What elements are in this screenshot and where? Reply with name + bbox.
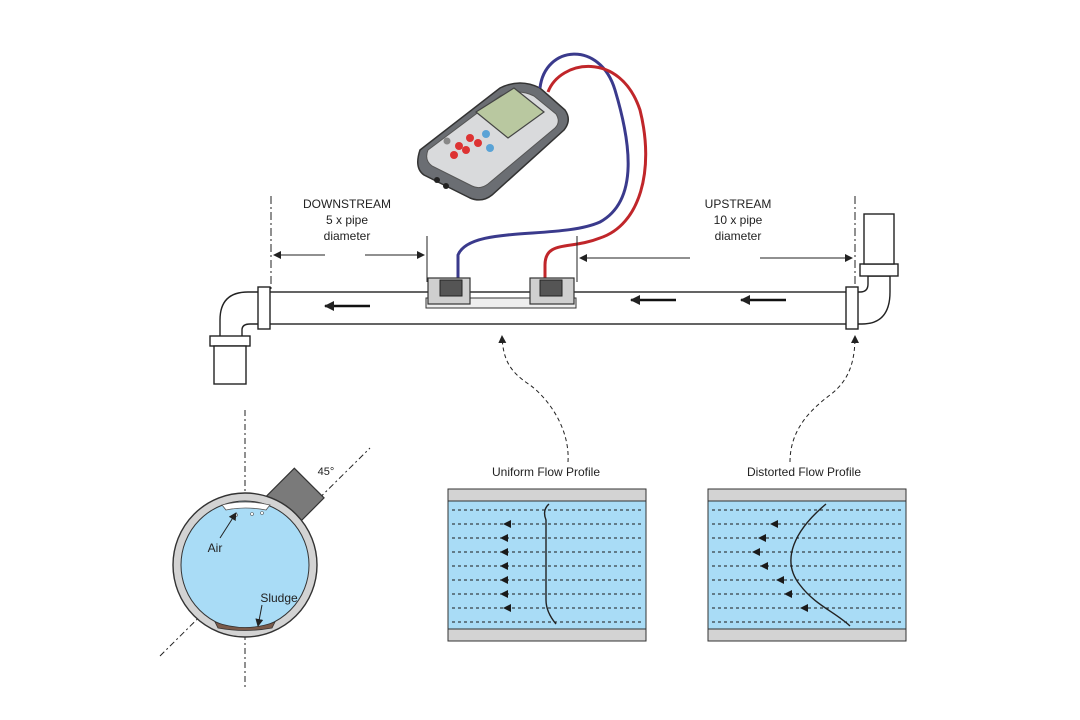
device-button: [455, 142, 463, 150]
sludge-pointer: [255, 604, 264, 627]
device-button: [466, 134, 474, 142]
arrow-left-icon: [800, 604, 808, 612]
uniform-flow-profile: [447, 488, 647, 642]
device-screen: [474, 87, 545, 139]
pipe-coupling: [257, 286, 271, 330]
device-button: [450, 151, 458, 159]
arrow-left-icon: [500, 562, 508, 570]
device-button: [486, 144, 494, 152]
angle-label: 45°: [318, 466, 335, 478]
distorted-leader-arrow: [789, 335, 859, 463]
distorted-profile-title: Distorted Flow Profile: [747, 465, 861, 479]
uniform-profile-title: Uniform Flow Profile: [492, 465, 600, 479]
uniform-velocity-curve: [543, 503, 557, 625]
pipe-coupling: [209, 335, 251, 347]
arrow-left-icon: [776, 576, 784, 584]
device-button: [462, 146, 470, 154]
uniform-leader-arrow: [498, 335, 569, 463]
device-button: [474, 139, 482, 147]
air-pointer: [219, 512, 237, 539]
pipe-cross-section: Air Sludge 45°: [159, 410, 371, 690]
distorted-velocity-curve: [790, 503, 851, 627]
pipe-coupling: [845, 286, 859, 330]
sludge-deposit: [214, 621, 276, 631]
red-cable: [543, 64, 648, 282]
arrow-left-icon: [503, 520, 511, 528]
distorted-flow-profile: [707, 488, 907, 642]
arrow-left-icon: [500, 590, 508, 598]
arrow-left-icon: [503, 604, 511, 612]
arrow-left-icon: [500, 548, 508, 556]
pipe-coupling: [859, 263, 899, 277]
arrow-left-icon: [760, 562, 768, 570]
device-button: [482, 130, 490, 138]
arrow-left-icon: [784, 590, 792, 598]
transducer-clamp: [425, 277, 577, 309]
arrow-left-icon: [758, 534, 766, 542]
upstream-multiplier: 10 x pipe: [714, 213, 763, 227]
downstream-diameter: diameter: [324, 229, 371, 243]
arrow-left-icon: [500, 534, 508, 542]
device-button: [443, 137, 451, 145]
downstream-multiplier: 5 x pipe: [326, 213, 368, 227]
sludge-label: Sludge: [260, 591, 298, 605]
flow-meter-device: [417, 82, 569, 201]
upstream-diameter: diameter: [715, 229, 762, 243]
blue-cable: [456, 52, 630, 282]
arrow-left-icon: [770, 520, 778, 528]
arrow-left-icon: [500, 576, 508, 584]
air-label: Air: [208, 541, 223, 555]
air-pocket: [221, 501, 271, 511]
arrow-left-icon: [752, 548, 760, 556]
downstream-title: DOWNSTREAM: [303, 197, 391, 211]
upstream-title: UPSTREAM: [705, 197, 772, 211]
